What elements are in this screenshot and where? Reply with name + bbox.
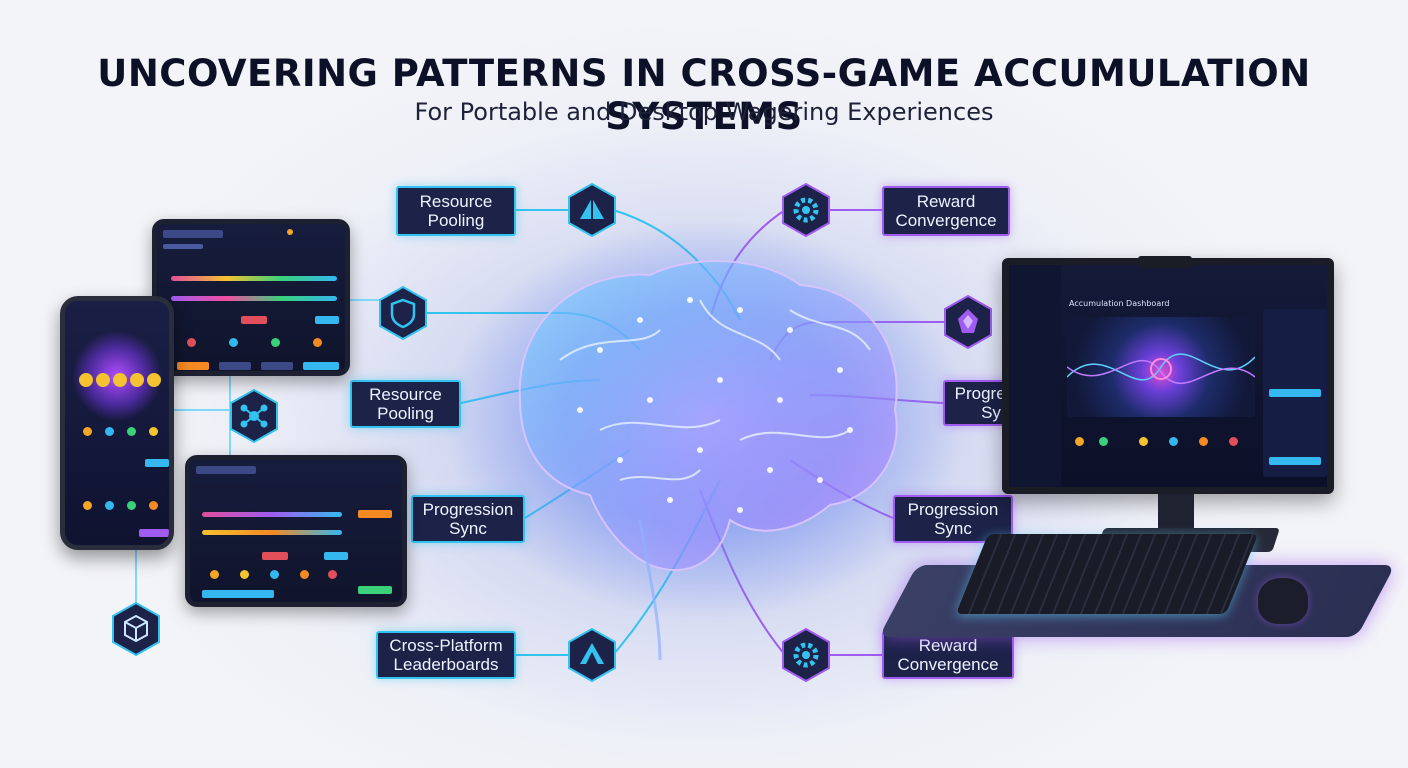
phone-illustration (60, 296, 174, 550)
tablet-bottom-illustration (185, 455, 407, 607)
node-reward-convergence-top: Reward Convergence (882, 186, 1010, 236)
webcam-illustration (1138, 256, 1192, 268)
node-resource-pooling-mid: Resource Pooling (350, 380, 461, 428)
page-subtitle: For Portable and Desktop Wagering Experi… (414, 98, 994, 126)
network-icon (229, 389, 279, 443)
cube-icon (111, 602, 161, 656)
triangle-icon (567, 183, 617, 237)
page-title: UNCOVERING PATTERNS IN CROSS-GAME ACCUMU… (97, 52, 1311, 138)
monitor-stand (1158, 494, 1194, 534)
triangle-icon (567, 628, 617, 682)
node-progression-sync-left: Progression Sync (411, 495, 525, 543)
tablet-top-illustration (152, 219, 350, 376)
gem-icon (943, 295, 993, 349)
mouse-illustration (1258, 578, 1308, 624)
brain-illustration (445, 220, 965, 661)
gear-icon (781, 628, 831, 682)
keyboard-illustration (955, 534, 1259, 614)
shield-hand-icon (378, 286, 428, 340)
desktop-monitor-illustration: Accumulation Dashboard (1002, 258, 1334, 494)
node-resource-pooling-top: Resource Pooling (396, 186, 516, 236)
node-reward-convergence-bottom: Reward Convergence (882, 631, 1014, 679)
gear-icon (781, 183, 831, 237)
node-cross-platform-leaderboards: Cross-Platform Leaderboards (376, 631, 516, 679)
dashboard-title: Accumulation Dashboard (1069, 299, 1170, 308)
